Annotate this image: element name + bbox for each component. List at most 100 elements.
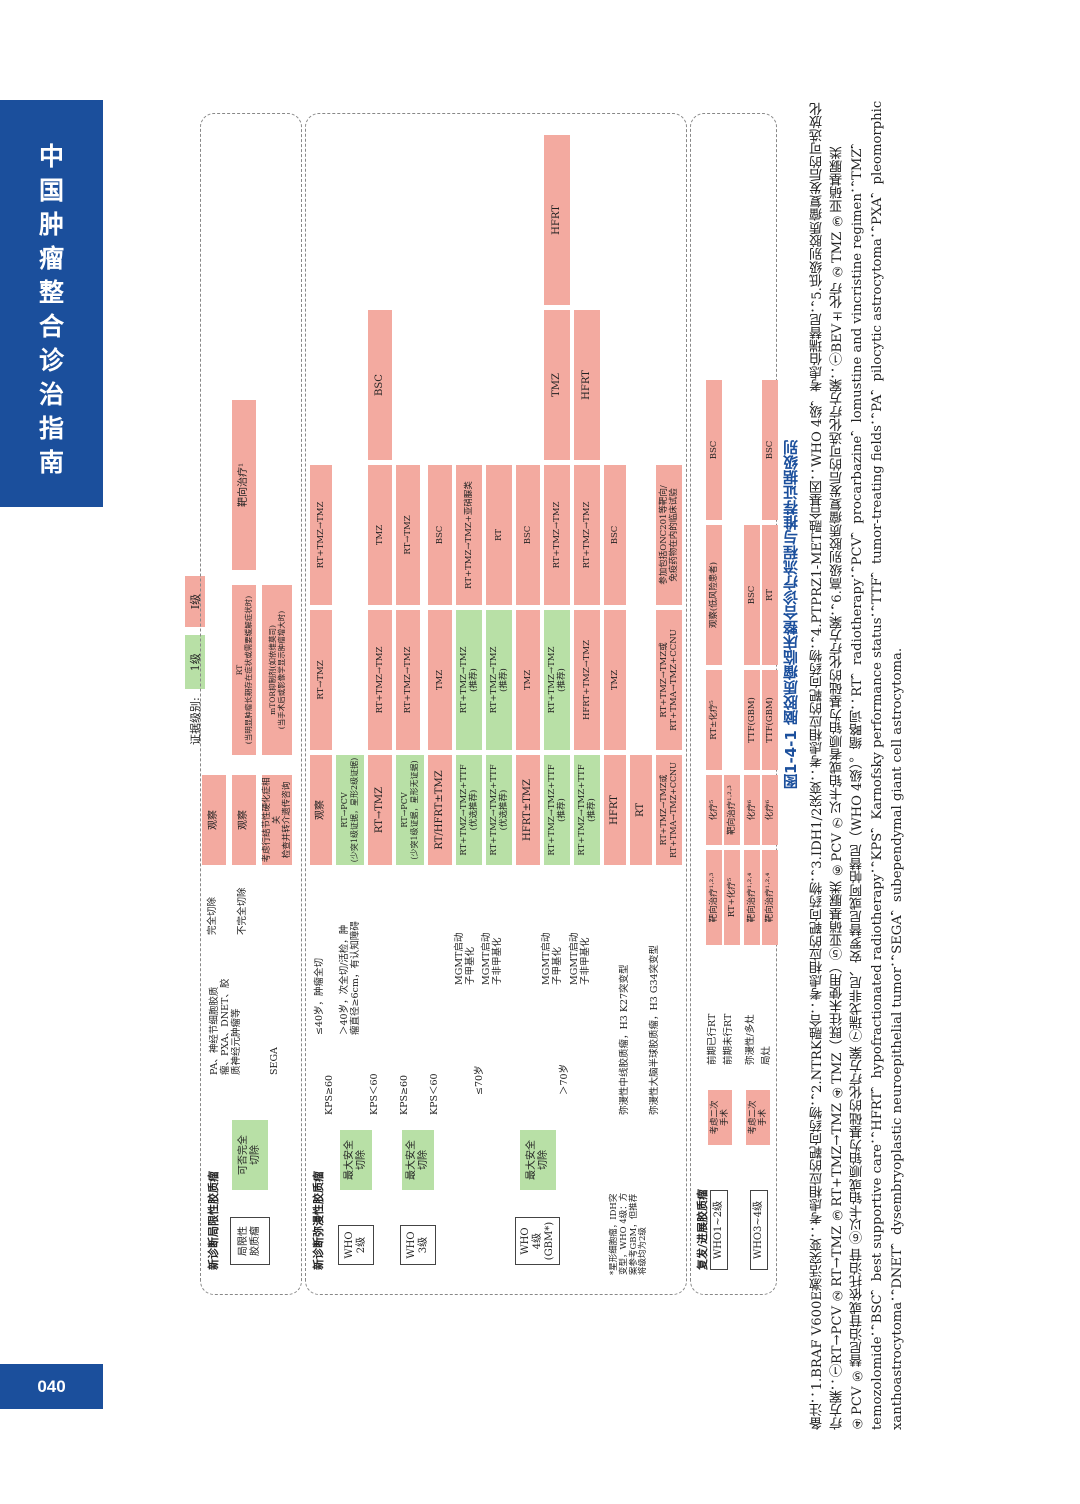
kpslt60-b: KPS＜60	[429, 1073, 440, 1115]
diffuse-col2-item: TMZ	[516, 610, 540, 750]
d-rt: RT	[630, 755, 652, 865]
diffuse-col2-item: RT+TMZ→TMZ	[396, 610, 420, 750]
rec-pre-rt: 前期已行RT	[707, 1013, 718, 1065]
d-rt-pcv: RT→PCV (少突1级证据，星形2级证据)	[336, 755, 364, 865]
age40le: ≤40岁，肿瘤全切	[314, 957, 325, 1035]
diffuse-col3-item: BSC	[604, 465, 626, 605]
rec-c4: TTF(GBM)	[762, 670, 778, 770]
hemi-label: 弥漫性大脑半球胶质瘤，H3 G34突变型	[649, 944, 660, 1115]
rec-d3: BSC	[744, 525, 760, 665]
diffuse-col2-item: TMZ	[604, 610, 626, 750]
book-title: 中 国 肿 瘤 整 合 诊 治 指 南	[38, 142, 64, 477]
figure-notes: 备注：1.BRAF V600E激活突变：考虑相应的靶向药物；2.NTRK融合：考…	[810, 100, 905, 1430]
diffuse-col2-item: RT+TMZ→TMZ	[368, 610, 392, 750]
d-observe: 观察	[310, 755, 332, 865]
diffuse-col3-item: RT+TMZ→TMZ	[310, 465, 332, 605]
d-hfrt-tmz: HFRT±TMZ	[516, 755, 540, 865]
max-resect-4: 最大安全 切除	[520, 1130, 556, 1190]
diffuse-col2-item: RT→TMZ	[310, 610, 332, 750]
localized-mtor: mTOR抑制剂(如依维莫司) (当手术后或影像学显示肿瘤增大时)	[262, 585, 292, 755]
diffuse-title: 新诊断弥漫性胶质瘤	[312, 1171, 325, 1270]
d-ttf-rec1: RT+TMZ→TMZ+TTF (推荐)	[544, 755, 570, 865]
localized-title: 新诊断局限性胶质瘤	[207, 1171, 220, 1270]
diffuse-col3-item: RT→TMZ	[396, 465, 420, 605]
diffuse-col3-item: RT+TMZ→TMZ	[544, 465, 570, 605]
d-rt-hfrt: RT/HFRT±TMZ	[428, 755, 452, 865]
hfrt-tall-1: HFRT	[574, 310, 600, 460]
midline-label: 弥漫性中线胶质瘤，H3 K27突变型	[619, 964, 630, 1115]
diffuse-col2-item: RT+TMZ→TMZ (推荐)	[456, 610, 482, 750]
mgmt-u-1: MGMT启动 子非甲基化	[481, 932, 503, 985]
rec-diffuse: 弥漫性/多灶	[745, 1014, 756, 1065]
bsc-tall: BSC	[368, 310, 392, 460]
localized-rt: RT (当明显肿瘤长期存在症状或需要缓解症状时)	[232, 585, 256, 755]
mgmt-m-1: MGMT启动 子甲基化	[454, 932, 476, 985]
rec-d4: RT	[762, 525, 778, 665]
rec-b3: 化疗⁶	[744, 775, 760, 845]
page-number: 040	[0, 1364, 103, 1409]
diffuse-col3-item: BSC	[428, 465, 452, 605]
mgmt-m-2: MGMT启动 子甲基化	[541, 932, 563, 985]
diffuse-col2-item: HFRT+TMZ→TMZ	[574, 610, 600, 750]
d-hfrt: HFRT	[604, 755, 626, 865]
age70le: ≤70岁	[474, 1065, 485, 1095]
localized-consider: 考虑行结节性硬化症相关 检查并转介遗传咨询	[262, 775, 292, 865]
diffuse-col2-item: TMZ	[428, 610, 452, 750]
d-ttf-pref1: RT+TMZ→TMZ+TTF (优选推荐)	[456, 755, 482, 865]
mgmt-u-2: MGMT启动 子非甲基化	[569, 932, 591, 985]
rec-local: 局灶	[761, 1045, 772, 1065]
localized-complete: 完全切除	[207, 896, 218, 935]
rec-c1: RT±化疗⁵	[706, 670, 722, 770]
kps60-a: KPS≥60	[324, 1074, 335, 1115]
age70gt: ＞70岁	[559, 1063, 570, 1095]
rec-a2: RT+化疗⁵	[724, 850, 740, 945]
localized-resect: 可否完全 切除	[232, 1120, 268, 1190]
d-rt-pcv3: RT→PCV (少突1级证据，星形无证据)	[396, 755, 424, 865]
age40gt: ＞40岁，次全切/活检，肿 瘤直径≥6cm，有认知障碍	[339, 921, 361, 1035]
rec-d1: 观察(低风险患者)	[706, 525, 722, 665]
diffuse-col3-item: TMZ	[368, 465, 392, 605]
diffuse-col3-item: BSC	[516, 465, 540, 605]
rec-a3: 靶向治疗¹·²·⁴	[744, 850, 760, 945]
kps60-b: KPS≥60	[399, 1074, 410, 1115]
localized-types: PA、神经节细胞胶质 瘤、PXA、DNET、胶 质神经元肿瘤等	[209, 978, 242, 1075]
rec-who12: WHO1~2级	[710, 1190, 728, 1270]
diffuse-col3-item: RT+TMZ→TMZ+亚硝脲类	[456, 465, 482, 605]
rec-consider-2: 考虑二次 手术	[746, 1090, 770, 1145]
diffuse-col3-item: RT+TMZ→TMZ	[574, 465, 600, 605]
diffuse-col3-item: 参加包括ONC201等靶向/ 免疫药物在内的临床试验	[656, 465, 682, 605]
tmz-tall: TMZ	[544, 310, 570, 460]
d-rt-tmz: RT→TMZ	[368, 755, 392, 865]
figure-caption: 图1-4-1 脑胶质瘤临床整合诊疗流程与推荐证据级别	[782, 440, 800, 789]
d-ttf-pref2: RT+TMZ→TMZ+TTF (优选推荐)	[486, 755, 512, 865]
localized-incomplete: 不完全切除	[237, 887, 248, 935]
rec-b4: 化疗⁶	[762, 775, 778, 845]
diffuse-col3-item: RT	[486, 465, 512, 605]
max-resect-3: 最大安全 切除	[402, 1130, 434, 1190]
diffuse-col2-item: RT+TMZ→TMZ (推荐)	[486, 610, 512, 750]
diffuse-col2-item: RT+TMZ→TMZ (推荐)	[544, 610, 570, 750]
who3-box: WHO 3级	[400, 1225, 436, 1265]
who4-box: WHO 4级 (GBM*)	[515, 1217, 560, 1265]
rec-consider-1: 考虑二次 手术	[708, 1090, 732, 1145]
rec-a1: 靶向治疗¹·²·³	[706, 850, 722, 945]
who2-box: WHO 2级	[338, 1225, 374, 1265]
rec-no-rt: 前期未行RT	[723, 1013, 734, 1065]
localized-start: 局限性 胶质瘤	[230, 1217, 270, 1265]
kpslt60-a: KPS＜60	[369, 1073, 380, 1115]
rec-who34: WHO3~4级	[750, 1190, 768, 1270]
diffuse-note: *星形细胞瘤，IDH突 变型，WHO 4级：方 案参考GBM，但推荐 将级均为2…	[609, 1192, 649, 1275]
hfrt-tall-2: HFRT	[544, 135, 570, 305]
rec-c3: TTF(GBM)	[744, 670, 760, 770]
max-resect-2: 最大安全 切除	[340, 1130, 372, 1190]
flowchart: 证据级别: 1级 I级 新诊断局限性胶质瘤 局限性 胶质瘤 可否完全 切除 PA…	[130, 100, 780, 1445]
localized-observe-1: 观察	[202, 775, 226, 865]
d-rt-tmz-ccnu: RT+TMZ→TMZ或 RT+TMA→TMZ+CCNU	[656, 755, 682, 865]
diffuse-col2-item: RT+TMZ→TMZ或 RT+TMA→TMZ+CCNU	[656, 610, 682, 750]
rec-b2: 靶向治疗¹·²·³	[724, 775, 740, 845]
localized-observe-2: 观察	[232, 775, 256, 865]
recurrent-title: 复发/进展胶质瘤	[696, 1188, 709, 1270]
rec-e1: BSC	[706, 380, 722, 520]
rec-e4: BSC	[762, 380, 778, 520]
d-ttf-rec2: RT+TMZ→TMZ+TTF (推荐)	[574, 755, 600, 865]
